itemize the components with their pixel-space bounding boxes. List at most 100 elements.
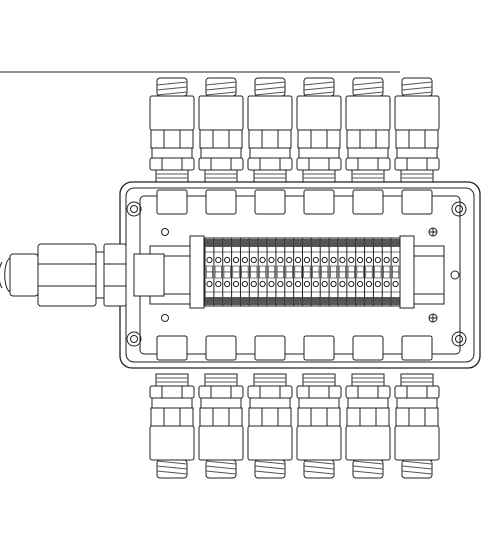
top-gland-1-coupling — [149, 157, 195, 171]
top-boss-5 — [352, 189, 384, 215]
corner-screw-top-left — [126, 201, 142, 217]
top-gland-6-coupling — [394, 157, 440, 171]
terminal-16 — [337, 238, 347, 306]
bottom-boss-3 — [254, 335, 286, 361]
bottom-gland-4 — [296, 373, 342, 479]
bottom-cable-glands — [149, 373, 440, 479]
top-gland-2-coupling — [198, 157, 244, 171]
end-clamp-right — [399, 235, 415, 309]
terminal-1 — [204, 238, 214, 306]
bottom-gland-1 — [149, 373, 195, 479]
bottom-gland-5-hex-nut — [346, 407, 390, 427]
right-side-lug — [450, 270, 460, 280]
bottom-gland-6-coupling — [394, 385, 440, 399]
terminal-15 — [328, 238, 338, 306]
terminal-5 — [239, 238, 250, 306]
top-gland-6 — [394, 77, 440, 183]
top-cable-glands — [149, 77, 440, 183]
top-boss-6 — [401, 189, 433, 215]
bottom-gland-1-coupling — [149, 385, 195, 399]
terminal-3 — [222, 238, 232, 306]
bottom-gland-4-body — [296, 425, 342, 461]
top-gland-1-body — [149, 95, 195, 131]
bottom-gland-1-body — [149, 425, 195, 461]
bottom-boss-2 — [205, 335, 237, 361]
top-gland-1-hex-nut — [150, 129, 194, 149]
top-gland-3-coupling — [247, 157, 293, 171]
side-cable-gland — [0, 243, 127, 307]
terminal-9 — [275, 238, 285, 306]
top-boss-3 — [254, 189, 286, 215]
top-gland-2-body — [198, 95, 244, 131]
bottom-gland-2-hex-nut — [199, 407, 243, 427]
bottom-gland-5-body — [345, 425, 391, 461]
top-gland-5-hex-nut — [346, 129, 390, 149]
bottom-boss-6 — [401, 335, 433, 361]
terminal-8 — [266, 238, 276, 306]
bottom-gland-6-body — [394, 425, 440, 461]
top-gland-4-hex-nut — [297, 129, 341, 149]
top-gland-5-coupling — [345, 157, 391, 171]
corner-screw-bottom-left — [126, 331, 142, 347]
bottom-gland-3-hex-nut — [248, 407, 292, 427]
terminal-7 — [257, 238, 268, 306]
side-gland-cable — [4, 257, 11, 293]
earth-symbol-bottom — [428, 313, 438, 323]
bottom-gland-3-coupling — [247, 385, 293, 399]
bottom-gland-4-hex-nut — [297, 407, 341, 427]
terminal-17 — [346, 238, 356, 306]
bottom-boss-5 — [352, 335, 384, 361]
top-gland-4-coupling — [296, 157, 342, 171]
bottom-gland-4-coupling — [296, 385, 342, 399]
top-gland-4 — [296, 77, 342, 183]
top-gland-3 — [247, 77, 293, 183]
side-gland-body — [37, 243, 97, 307]
top-gland-3-body — [247, 95, 293, 131]
terminal-6 — [248, 238, 259, 306]
top-gland-2 — [198, 77, 244, 183]
top-gland-2-hex-nut — [199, 129, 243, 149]
terminal-4 — [231, 238, 241, 306]
bottom-gland-5 — [345, 373, 391, 479]
terminal-12 — [302, 238, 312, 306]
bottom-gland-2-coupling — [198, 385, 244, 399]
corner-screw-top-right — [451, 201, 467, 217]
terminal-13 — [310, 238, 321, 306]
top-gland-5-body — [345, 95, 391, 131]
side-gland-coupling — [95, 251, 105, 299]
corner-screw-bottom-right — [451, 331, 467, 347]
top-entry-bosses — [156, 189, 433, 215]
terminal-21 — [381, 238, 392, 306]
terminal-18 — [355, 238, 365, 306]
enclosure — [119, 181, 481, 369]
bottom-gland-3-body — [247, 425, 293, 461]
bottom-entry-bosses — [156, 335, 433, 361]
terminal-19 — [364, 238, 374, 306]
mount-hole-bottom-left — [161, 314, 169, 322]
terminal-22 — [390, 238, 400, 306]
top-gland-4-body — [296, 95, 342, 131]
bottom-gland-1-hex-nut — [150, 407, 194, 427]
terminal-10 — [284, 238, 294, 306]
side-gland-locknut — [103, 243, 127, 307]
top-gland-5 — [345, 77, 391, 183]
top-boss-2 — [205, 189, 237, 215]
bottom-gland-6-hex-nut — [395, 407, 439, 427]
bottom-gland-2-body — [198, 425, 244, 461]
top-boss-1 — [156, 189, 188, 215]
terminal-20 — [372, 238, 383, 306]
bottom-gland-3 — [247, 373, 293, 479]
end-clamp-left — [189, 235, 205, 309]
top-gland-1 — [149, 77, 195, 183]
top-gland-6-hex-nut — [395, 129, 439, 149]
bottom-gland-5-coupling — [345, 385, 391, 399]
side-gland-seal — [9, 253, 39, 297]
terminal-14 — [319, 238, 330, 306]
top-gland-6-body — [394, 95, 440, 131]
terminal-11 — [293, 238, 303, 306]
bottom-boss-4 — [303, 335, 335, 361]
bottom-gland-2 — [198, 373, 244, 479]
top-boss-4 — [303, 189, 335, 215]
